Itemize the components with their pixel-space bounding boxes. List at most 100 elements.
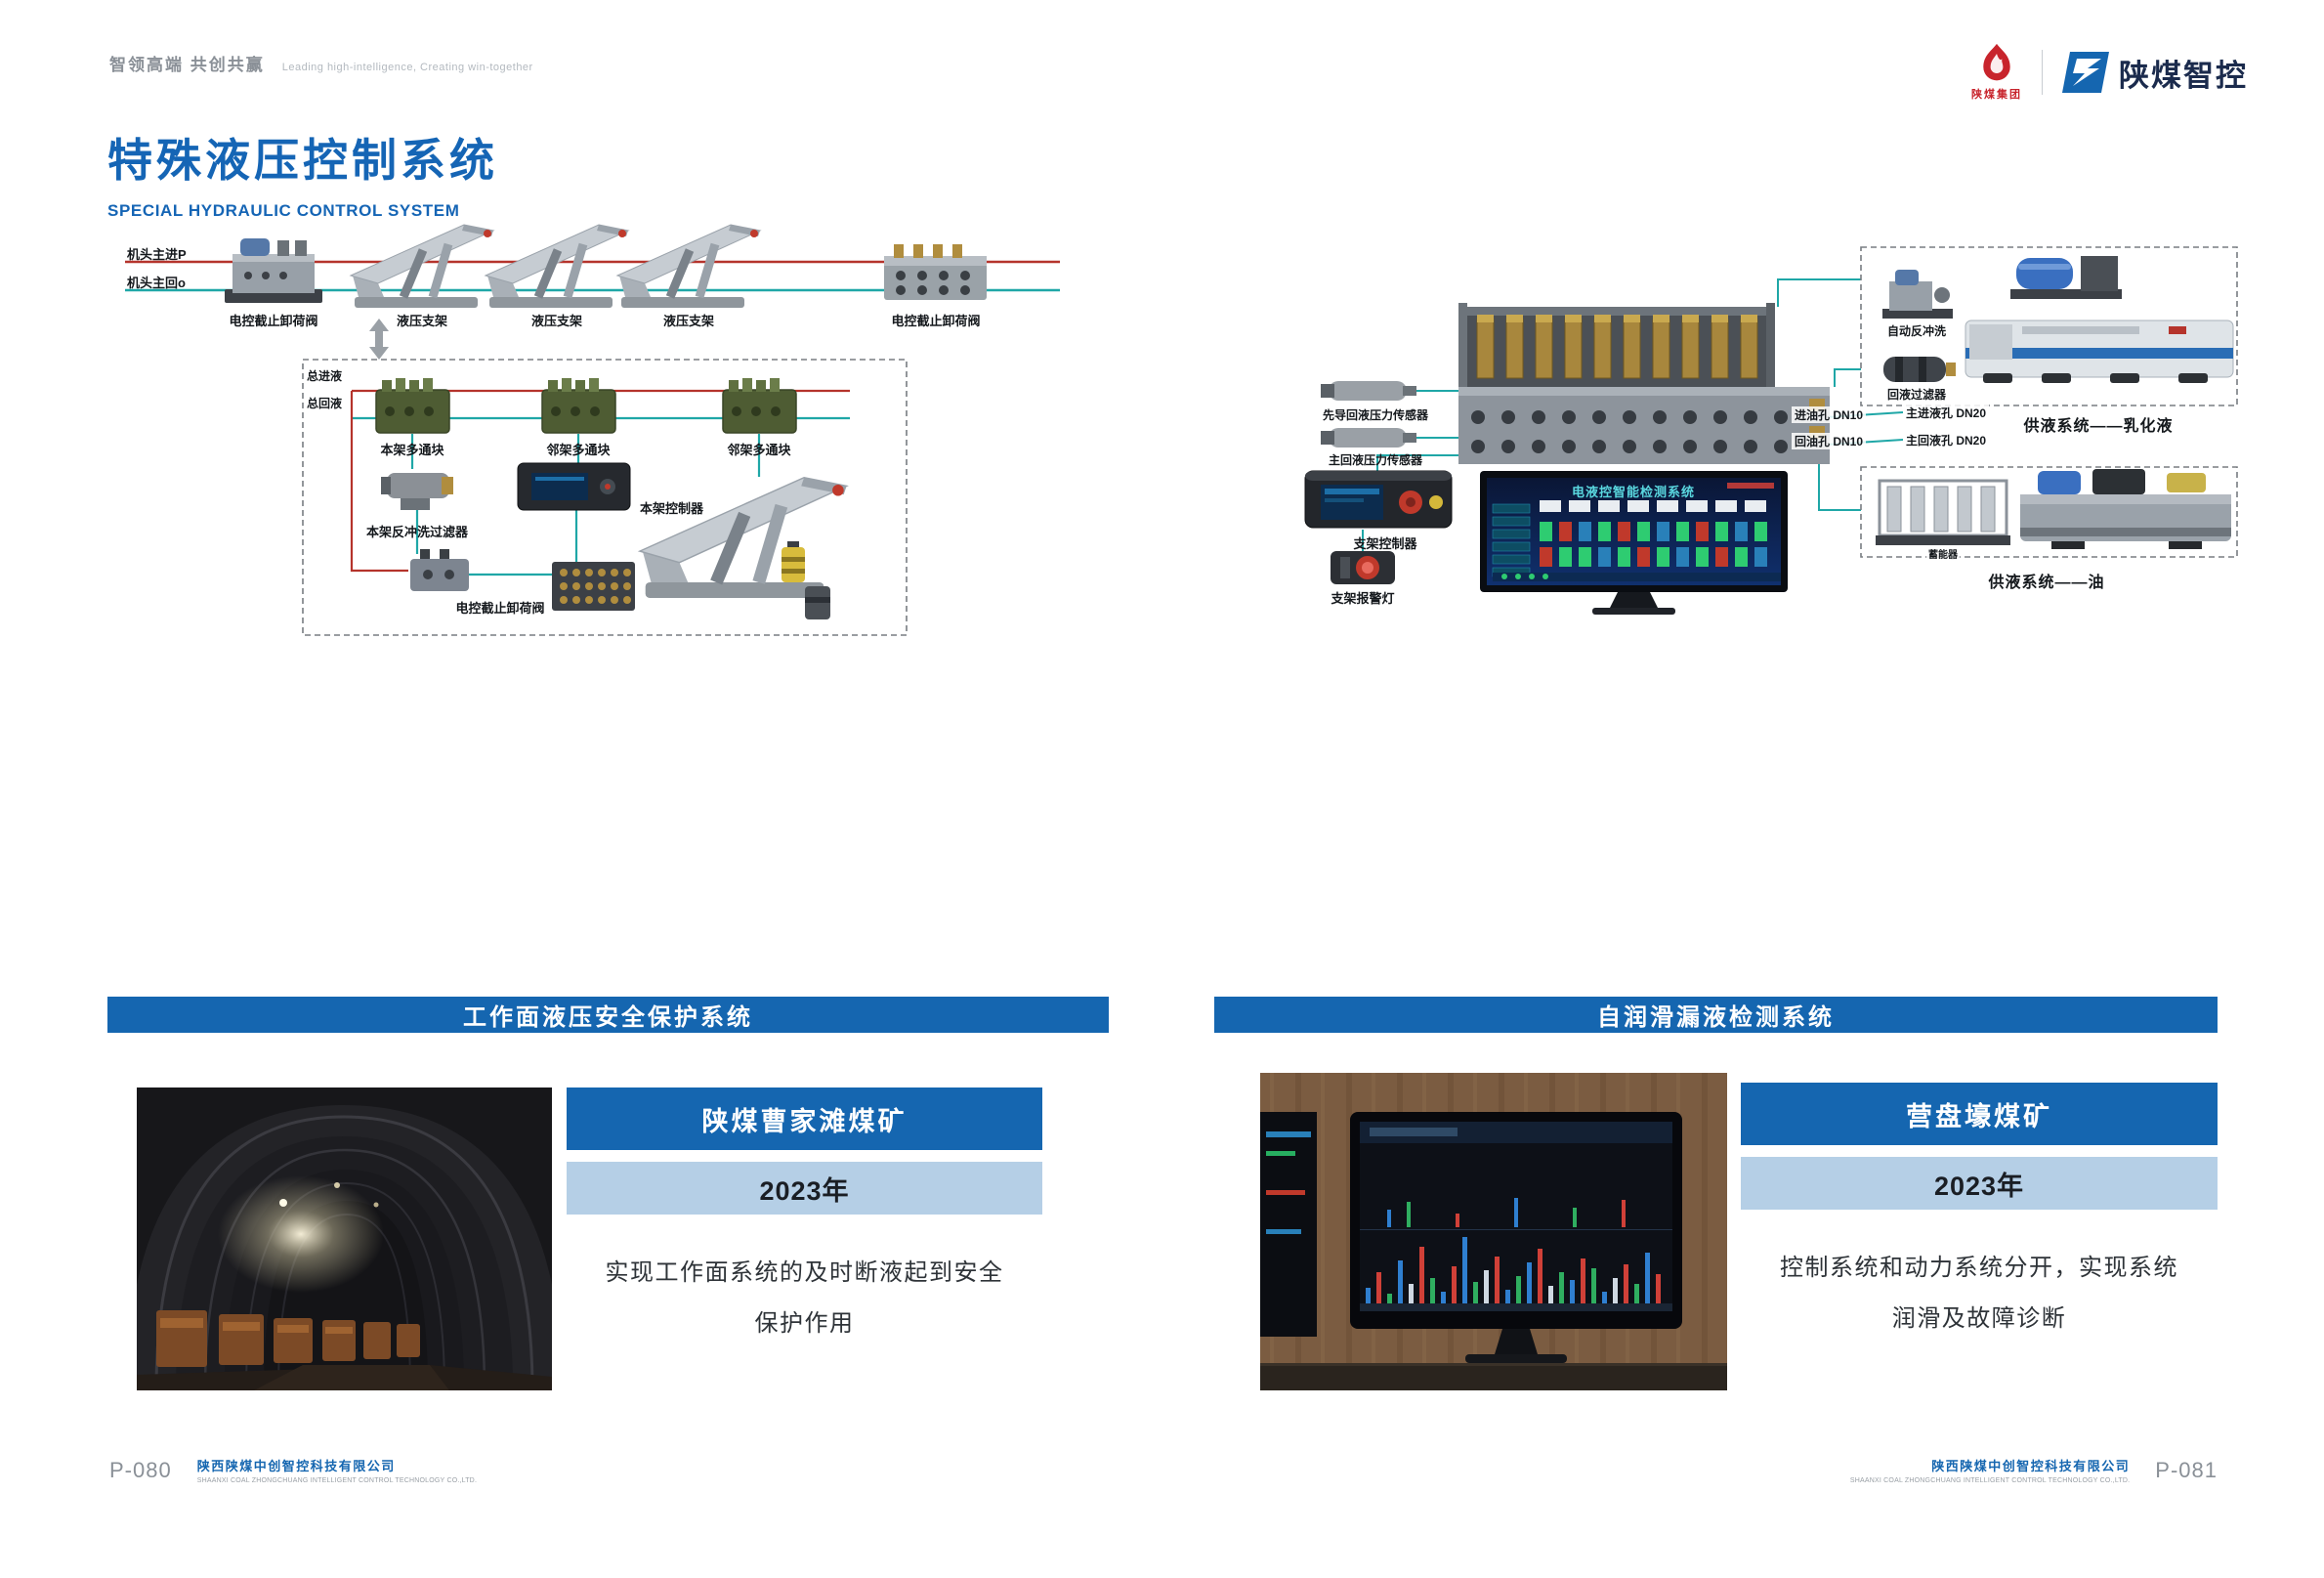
hydraulic-support-figure [640, 478, 847, 598]
fluid-out-port-label: 主回液孔 DN20 [1903, 432, 1990, 448]
yellow-cylinder-figure [782, 541, 805, 582]
backflush-filter-label: 本架反冲洗过滤器 [365, 525, 469, 539]
company-name-cn: 陕西陕煤中创智控科技有限公司 [196, 1459, 396, 1473]
main-out-label: 总回液 [307, 397, 343, 410]
case-card-left: 陕煤曹家滩煤矿 2023年 实现工作面系统的及时断液起到安全 保护作用 [567, 1088, 1042, 1390]
accumulator-skid-figure [1876, 479, 2010, 545]
page-number-right: P-081 [2155, 1457, 2218, 1482]
unload-valve-right-label: 电控截止卸荷阀 [891, 314, 981, 328]
header-slogan: 智领高端 共创共赢 Leading high-intelligence, Crea… [109, 51, 533, 75]
monitoring-screen-figure [1480, 471, 1788, 615]
manifold-grid-figure [552, 562, 635, 611]
fluid-in-port-label: 主进液孔 DN20 [1903, 405, 1990, 421]
case-year: 2023年 [1741, 1157, 2218, 1210]
accumulator-label: 蓄能器 [1926, 546, 1960, 561]
unload-valve-right-figure [884, 244, 987, 300]
unload-valve-left-figure [225, 238, 322, 303]
support-controller-figure [517, 462, 631, 511]
case-desc-line: 润滑及故障诊断 [1891, 1305, 2067, 1332]
multiway-block-label: 邻架多通块 [727, 443, 791, 457]
emulsion-dashed-box [1860, 246, 2238, 406]
case-description: 控制系统和动力系统分开，实现系统 润滑及故障诊断 [1741, 1243, 2218, 1344]
pilot-return-pressure-sensor-figure [1321, 381, 1416, 401]
main-valve-manifold-figure [1458, 303, 1830, 464]
case-year: 2023年 [567, 1162, 1042, 1215]
monitoring-room-illustration [1260, 1073, 1727, 1390]
backflush-filter-figure [381, 473, 453, 510]
auto-backflush-figure [1882, 270, 1953, 319]
hydraulic-support-figure [486, 225, 628, 308]
pump-motor-figure [2010, 256, 2122, 299]
left-diagram: 机头主进P 机头主回o 电控截止卸荷阀 液压支架 液压支架 液压支架 电控截止卸… [98, 217, 1143, 686]
left-diagram-canvas [125, 217, 1060, 636]
flame-logo-icon [1983, 43, 2010, 81]
mine-tunnel-illustration [137, 1088, 552, 1390]
footer-right: 陕西陕煤中创智控科技有限公司 SHAANXI COAL ZHONGCHUANG … [1850, 1456, 2218, 1485]
case-desc-line: 保护作用 [754, 1310, 855, 1337]
case-mine-name: 陕煤曹家滩煤矿 [567, 1088, 1042, 1150]
return-filter-label: 回液过滤器 [1886, 388, 1947, 402]
company-name-cn: 陕西陕煤中创智控科技有限公司 [1931, 1459, 2131, 1473]
slogan-cn: 智领高端 共创共赢 [109, 56, 265, 74]
multiway-block-label: 本架多通块 [380, 443, 444, 457]
oil-unit-figure [2020, 469, 2231, 549]
case-card-right: 营盘壕煤矿 2023年 控制系统和动力系统分开，实现系统 润滑及故障诊断 [1741, 1083, 2218, 1390]
slogan-en: Leading high-intelligence, Creating win-… [281, 62, 533, 73]
main-feed-line-label: 机头主进P [127, 247, 187, 262]
unload-valve-left-label: 电控截止卸荷阀 [229, 314, 318, 328]
title-block: 特殊液压控制系统 SPECIAL HYDRAULIC CONTROL SYSTE… [107, 125, 498, 221]
right-diagram: 先导回液压力传感器 主回液压力传感器 支架控制器 支架报警灯 电液控智能检测系统… [1270, 225, 2257, 694]
main-return-pressure-sensor-figure [1321, 428, 1416, 448]
right-diagram-canvas [1304, 246, 2238, 615]
company-block: 陕西陕煤中创智控科技有限公司 SHAANXI COAL ZHONGCHUANG … [1850, 1456, 2130, 1484]
banner-left-title: 工作面液压安全保护系统 [107, 997, 1109, 1033]
support-controller-label: 支架控制器 [1353, 536, 1417, 551]
page-title: 特殊液压控制系统 [107, 135, 498, 186]
oil-dashed-box [1860, 466, 2238, 558]
oil-out-port-label: 回油孔 DN10 [1792, 433, 1867, 449]
double-arrow-icon [369, 319, 389, 360]
unload-valve-bottom-label: 电控截止卸荷阀 [455, 601, 545, 616]
banner-right-title: 自润滑漏液检测系统 [1214, 997, 2218, 1033]
page-number-left: P-080 [109, 1457, 172, 1482]
emulsion-unit-figure [1965, 320, 2234, 383]
brand-left-name: 陕煤集团 [1971, 89, 2022, 101]
support-controller-label: 本架控制器 [640, 501, 704, 516]
case-description: 实现工作面系统的及时断液起到安全 保护作用 [567, 1248, 1042, 1349]
auto-backflush-label: 自动反冲洗 [1886, 324, 1947, 338]
pilot-return-sensor-label: 先导回液压力传感器 [1322, 408, 1429, 422]
brand-right-name: 陕煤智控 [2119, 58, 2248, 93]
monitoring-room-photo [1260, 1073, 1727, 1390]
hydraulic-support-label: 液压支架 [530, 314, 583, 328]
hydraulic-support-figure [617, 225, 760, 308]
main-in-label: 总进液 [307, 369, 343, 383]
unload-valve-bottom-figure [410, 549, 469, 591]
brand-divider [2042, 50, 2043, 95]
company-name-en: SHAANXI COAL ZHONGCHUANG INTELLIGENT CON… [196, 1477, 478, 1484]
multiway-block-figure [375, 377, 450, 434]
alarm-lamp-label: 支架报警灯 [1331, 591, 1395, 606]
case-desc-line: 控制系统和动力系统分开，实现系统 [1780, 1255, 2178, 1281]
main-return-line-label: 机头主回o [127, 276, 186, 290]
oil-supply-label: 供液系统——油 [1988, 575, 2105, 591]
multiway-block-figure [541, 377, 616, 434]
return-filter-figure [1883, 357, 1956, 382]
brand-group-left: 陕煤集团 [1971, 43, 2022, 102]
support-controller-figure [1304, 470, 1453, 529]
mine-tunnel-photo [137, 1088, 552, 1390]
header-brands: 陕煤集团 陕煤智控 [1971, 43, 2248, 102]
alarm-lamp-figure [1331, 551, 1395, 584]
company-name-en: SHAANXI COAL ZHONGCHUANG INTELLIGENT CON… [1849, 1477, 2131, 1484]
footer-left: P-080 陕西陕煤中创智控科技有限公司 SHAANXI COAL ZHONGC… [109, 1456, 478, 1485]
emulsion-supply-label: 供液系统——乳化液 [2023, 418, 2174, 435]
hydraulic-support-figure [351, 225, 493, 308]
screen-title: 电液控智能检测系统 [1571, 485, 1696, 499]
oil-in-port-label: 进油孔 DN10 [1792, 406, 1867, 423]
case-mine-name: 营盘壕煤矿 [1741, 1083, 2218, 1145]
multiway-block-figure [722, 377, 797, 434]
case-desc-line: 实现工作面系统的及时断液起到安全 [605, 1259, 1004, 1286]
multiway-block-label: 邻架多通块 [546, 443, 611, 457]
main-return-sensor-label: 主回液压力传感器 [1328, 453, 1423, 467]
z-logo-icon [2062, 52, 2109, 93]
